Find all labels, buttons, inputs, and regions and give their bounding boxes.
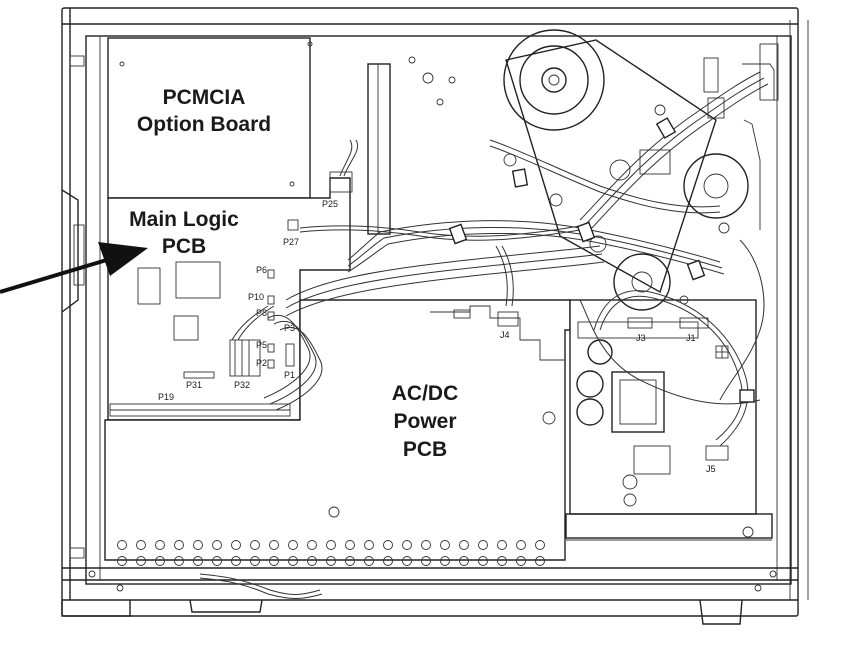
vent-hole — [250, 556, 260, 566]
vent-hole — [212, 556, 222, 566]
ventilation-holes — [117, 540, 545, 566]
connector-p19: P19 — [158, 392, 174, 402]
vent-hole — [307, 540, 317, 550]
connector-p8: P8 — [256, 308, 267, 318]
connector-p25: P25 — [322, 199, 338, 209]
vent-hole — [288, 540, 298, 550]
vent-hole — [174, 556, 184, 566]
vent-hole — [345, 540, 355, 550]
pcmcia-label-line2: Option Board — [137, 113, 271, 136]
vent-hole — [516, 540, 526, 550]
vent-hole — [478, 556, 488, 566]
connector-j3: J3 — [636, 333, 646, 343]
vent-hole — [440, 540, 450, 550]
main-logic-label-line1: Main Logic — [129, 208, 239, 231]
vent-hole — [364, 556, 374, 566]
vent-hole — [174, 540, 184, 550]
vent-hole — [535, 556, 545, 566]
vent-hole — [307, 556, 317, 566]
connector-j1: J1 — [686, 333, 696, 343]
vent-hole — [117, 556, 127, 566]
vent-hole — [193, 556, 203, 566]
vent-hole — [212, 540, 222, 550]
vent-hole — [497, 540, 507, 550]
connector-p5: P5 — [256, 340, 267, 350]
vent-hole — [345, 556, 355, 566]
cable-ties — [448, 117, 755, 403]
connector-p2: P2 — [256, 358, 267, 368]
vent-hole — [402, 540, 412, 550]
acdc-label-line2: Power — [393, 410, 456, 433]
vent-hole — [421, 556, 431, 566]
ribbon-mechanism — [408, 29, 779, 311]
vent-hole — [136, 556, 146, 566]
pcmcia-label-line1: PCMCIA — [163, 86, 246, 109]
vent-hole — [231, 540, 241, 550]
vent-hole — [478, 540, 488, 550]
wire-harness — [199, 71, 769, 599]
vent-hole — [535, 540, 545, 550]
pointer-arrow — [0, 242, 148, 294]
chassis — [61, 7, 809, 625]
connector-p32: P32 — [234, 380, 250, 390]
vent-hole — [193, 540, 203, 550]
vent-hole — [269, 540, 279, 550]
vent-hole — [459, 556, 469, 566]
connector-j5: J5 — [706, 464, 716, 474]
vertical-bracket — [367, 63, 391, 235]
connector-j4: J4 — [500, 330, 510, 340]
acdc-power-pcb: AC/DC Power PCB J4 — [104, 299, 571, 561]
vent-hole — [155, 540, 165, 550]
vent-hole — [383, 556, 393, 566]
connector-p6: P6 — [256, 265, 267, 275]
pcmcia-option-board: PCMCIA Option Board — [107, 37, 313, 199]
connector-p10: P10 — [248, 292, 264, 302]
vent-hole — [288, 556, 298, 566]
vent-hole — [136, 540, 146, 550]
vent-hole — [383, 540, 393, 550]
acdc-label-line1: AC/DC — [392, 382, 459, 405]
vent-hole — [402, 556, 412, 566]
main-logic-pcb: Main Logic PCB — [107, 171, 353, 421]
connector-p1: P1 — [284, 370, 295, 380]
vent-hole — [459, 540, 469, 550]
vent-hole — [516, 556, 526, 566]
acdc-label-line3: PCB — [403, 438, 447, 461]
connector-p31: P31 — [186, 380, 202, 390]
vent-hole — [155, 556, 165, 566]
vent-hole — [364, 540, 374, 550]
connector-labels: P25 P27 P6 P10 P8 P3 P5 P2 P1 P31 P32 P1… — [158, 199, 338, 402]
vent-hole — [421, 540, 431, 550]
vent-hole — [250, 540, 260, 550]
vent-hole — [326, 540, 336, 550]
vent-hole — [117, 540, 127, 550]
vent-hole — [440, 556, 450, 566]
vent-hole — [231, 556, 241, 566]
connector-p3: P3 — [284, 323, 295, 333]
vent-hole — [269, 556, 279, 566]
vent-hole — [326, 556, 336, 566]
vent-hole — [497, 556, 507, 566]
main-logic-label-line2: PCB — [162, 235, 206, 258]
connector-p27: P27 — [283, 237, 299, 247]
